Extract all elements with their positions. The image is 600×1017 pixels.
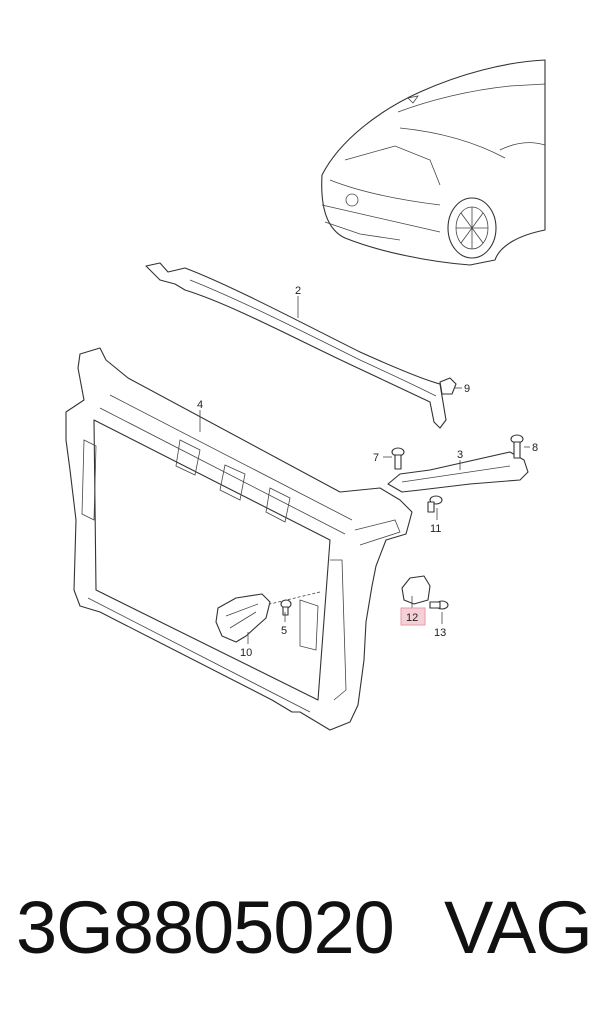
callout-5: 5 <box>281 625 287 637</box>
upper-cross-member <box>145 262 447 429</box>
callout-11: 11 <box>430 523 441 535</box>
bracket-arm <box>387 451 529 493</box>
callout-9: 9 <box>464 383 470 395</box>
callout-7: 7 <box>373 452 379 464</box>
fasteners <box>280 377 524 616</box>
parts-diagram: 2 4 9 7 3 8 11 5 10 12 13 <box>65 59 546 731</box>
callout-13: 13 <box>434 627 446 639</box>
callout-4: 4 <box>197 399 203 411</box>
small-bracket <box>401 575 431 605</box>
car-illustration <box>321 59 546 266</box>
callout-12-highlight <box>400 607 426 626</box>
caption: 3G8805020 VAG <box>0 885 600 995</box>
callout-10: 10 <box>240 647 252 659</box>
callout-3: 3 <box>457 449 463 461</box>
callouts: 2 4 9 7 3 8 11 5 10 12 13 <box>197 285 538 659</box>
lock-bracket <box>215 593 271 643</box>
leader-lines <box>199 296 530 644</box>
callout-8: 8 <box>532 442 538 454</box>
callout-12: 12 <box>406 612 418 624</box>
callout-2: 2 <box>295 285 301 297</box>
front-carrier-frame <box>65 347 413 731</box>
brand-name: VAG <box>444 886 593 969</box>
part-number: 3G8805020 <box>16 886 395 969</box>
